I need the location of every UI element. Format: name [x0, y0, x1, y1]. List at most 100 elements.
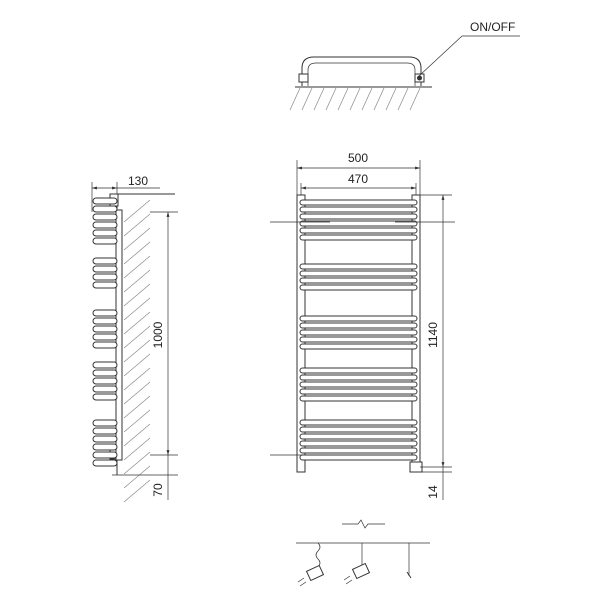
side-tube: [92, 213, 118, 221]
front-tube: [299, 227, 418, 234]
side-view-tubes: [92, 197, 118, 467]
cable-icon: [406, 543, 412, 579]
hatch-line: [123, 297, 151, 321]
front-tube: [299, 206, 418, 213]
side-tube: [92, 427, 118, 435]
hatch-line: [123, 381, 151, 405]
side-tube: [92, 385, 118, 393]
side-tube: [92, 361, 118, 369]
front-tube: [299, 213, 418, 220]
side-view: 130 1000 70: [91, 174, 178, 503]
total-height-label: 1140: [426, 322, 440, 348]
plug-icon: [343, 543, 371, 585]
side-tube: [92, 393, 118, 401]
hatch-line: [123, 395, 151, 419]
front-tube: [299, 426, 418, 433]
side-tube: [92, 435, 118, 443]
front-tube: [299, 270, 418, 277]
side-tube: [92, 459, 118, 467]
front-view: 500 470 1140 14: [270, 151, 455, 500]
top-view-rail: [301, 56, 422, 86]
side-tube: [92, 281, 118, 289]
hatch-line: [361, 87, 373, 111]
floor-clearance-label: 70: [151, 483, 165, 497]
switch-label: ON/OFF: [470, 20, 515, 34]
side-tube: [92, 237, 118, 245]
front-view-tubes: [299, 199, 418, 461]
bottom-offset-dimension: 14: [420, 466, 452, 500]
side-tube: [92, 377, 118, 385]
front-tube: [299, 263, 418, 270]
side-tube: [92, 197, 118, 205]
hatch-line: [123, 339, 151, 363]
side-tube: [92, 369, 118, 377]
front-tube: [299, 199, 418, 206]
switch-leader-line: [418, 35, 463, 77]
hatch-line: [123, 423, 151, 447]
hatch-line: [123, 479, 151, 503]
hatch-line: [409, 87, 421, 111]
mount-height-label: 1000: [151, 321, 165, 348]
total-height-dimension: 1140: [420, 194, 452, 473]
hatch-line: [397, 87, 409, 111]
hatch-line: [123, 451, 151, 475]
hatch-line: [123, 227, 151, 251]
hatch-line: [337, 87, 349, 111]
front-tube: [299, 374, 418, 381]
hatch-line: [313, 87, 325, 111]
side-view-wall-hatch: [123, 199, 151, 503]
front-tube: [299, 367, 418, 374]
side-tube: [92, 443, 118, 451]
front-tube: [299, 419, 418, 426]
hatch-line: [325, 87, 337, 111]
front-tube: [299, 454, 418, 461]
hatch-line: [123, 199, 151, 223]
plug-icon: [297, 542, 325, 587]
hatch-line: [123, 465, 151, 489]
hatch-line: [123, 325, 151, 349]
front-tube: [299, 284, 418, 291]
hatch-line: [123, 213, 151, 237]
hatch-line: [289, 87, 301, 111]
front-tube: [299, 447, 418, 454]
front-tube: [299, 277, 418, 284]
front-tube: [299, 381, 418, 388]
hatch-line: [123, 409, 151, 433]
hatch-line: [123, 367, 151, 391]
mount-height-dimension: 1000: [150, 211, 178, 456]
total-width-label: 500: [348, 151, 368, 165]
side-tube: [92, 325, 118, 333]
front-tube: [299, 329, 418, 336]
front-tube: [299, 433, 418, 440]
hatch-line: [349, 87, 361, 111]
front-tube: [299, 395, 418, 402]
side-tube: [92, 333, 118, 341]
side-tube: [92, 451, 118, 459]
side-tube: [92, 341, 118, 349]
front-tube: [299, 322, 418, 329]
wavy-break-icon: [342, 519, 385, 529]
side-tube: [92, 257, 118, 265]
front-tube: [299, 336, 418, 343]
front-tube: [299, 315, 418, 322]
axis-width-label: 470: [348, 172, 368, 186]
axis-width-dimension: 470: [300, 172, 417, 195]
hatch-line: [373, 87, 385, 111]
hatch-line: [123, 353, 151, 377]
hatch-line: [123, 241, 151, 265]
hatch-line: [385, 87, 397, 111]
side-tube: [92, 205, 118, 213]
side-tube: [92, 309, 118, 317]
front-tube: [299, 440, 418, 447]
side-tube: [92, 265, 118, 273]
side-tube: [92, 273, 118, 281]
front-tube: [299, 388, 418, 395]
bottom-offset-label: 14: [426, 485, 440, 499]
electrical-detail: [296, 519, 430, 587]
hatch-line: [123, 437, 151, 461]
top-view: ON/OFF: [289, 20, 520, 111]
depth-dimension: 130: [91, 174, 160, 212]
depth-label: 130: [128, 174, 148, 188]
side-tube: [92, 221, 118, 229]
